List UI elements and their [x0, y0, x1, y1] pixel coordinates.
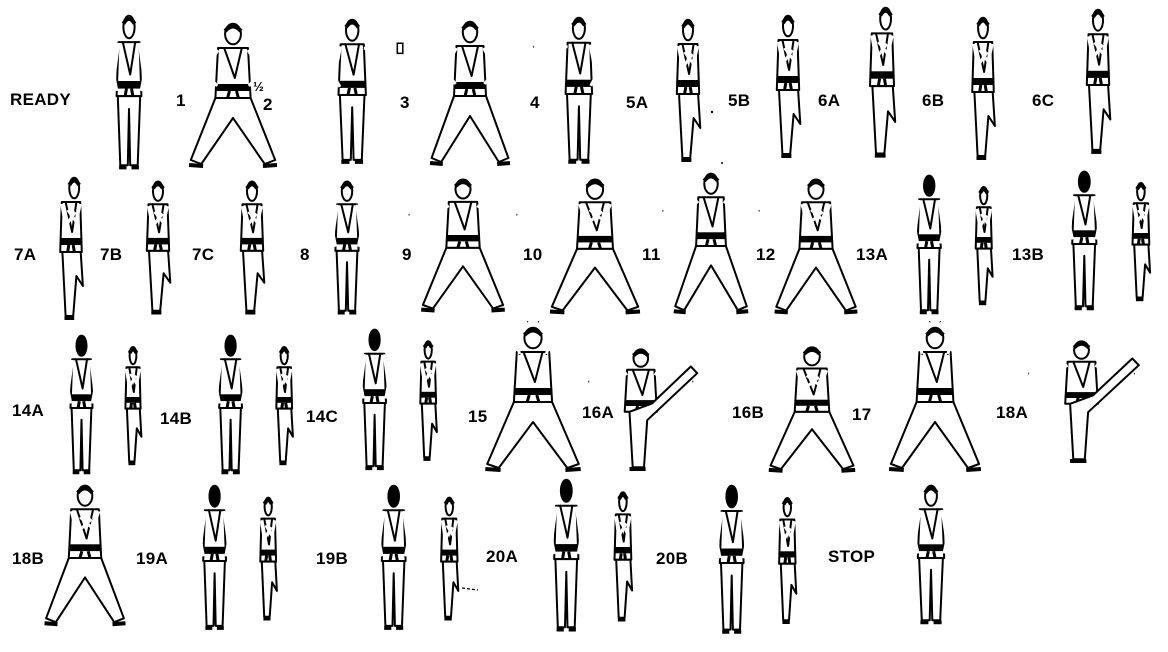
- kata-diagram: READY 1 ½ 2 3 4 5A 5B 6A 6B 6C 7A 7B 7C …: [0, 0, 1168, 652]
- scan-marks: [0, 0, 1168, 652]
